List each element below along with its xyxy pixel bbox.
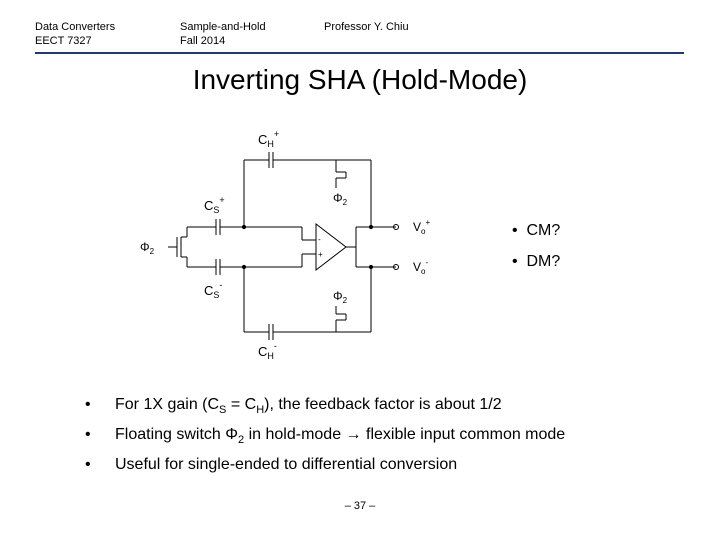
- page-number: – 37 –: [344, 500, 376, 512]
- bullet-text: For 1X gain (C: [115, 396, 220, 413]
- side-bullet-cm: • CM?: [512, 222, 560, 240]
- label-cs-minus: CS-: [204, 280, 222, 300]
- label-vo-plus: Vo+: [413, 218, 430, 236]
- bullet-dot: •: [512, 222, 518, 239]
- ch-minus-capacitor: [244, 324, 371, 340]
- label-phi2-left: Φ2: [140, 240, 155, 256]
- header-rule: [35, 52, 684, 54]
- side-bullet-text: CM?: [526, 222, 561, 239]
- phi2-left-switch: [168, 227, 188, 267]
- bullet-dot: •: [85, 396, 91, 413]
- opamp: [301, 222, 357, 272]
- bullet-gain: • For 1X gain (CS = CH), the feedback fac…: [85, 396, 502, 416]
- bullet-floating-switch: • Floating switch Φ2 in hold-mode → flexi…: [85, 426, 565, 446]
- bullet-subscript: 2: [238, 434, 245, 447]
- course-code: EECT 7327: [35, 35, 92, 47]
- header-instructor-block: Professor Y. Chiu: [324, 20, 409, 34]
- bullet-text: Useful for single-ended to differential …: [115, 456, 458, 473]
- header-topic-block: Sample-and-Hold Fall 2014: [180, 20, 266, 48]
- opamp-plus-sign: +: [318, 250, 323, 259]
- bullet-subscript: H: [256, 404, 265, 417]
- instructor-name: Professor Y. Chiu: [324, 21, 409, 33]
- bullet-dot: •: [85, 426, 91, 443]
- label-vo-minus: Vo-: [413, 258, 428, 276]
- term: Fall 2014: [180, 35, 226, 47]
- output-nodes: [241, 224, 399, 270]
- ch-plus-capacitor: [244, 152, 371, 168]
- header-course-block: Data Converters EECT 7327: [35, 20, 115, 48]
- side-bullet-dm: • DM?: [512, 253, 560, 271]
- bullet-subscript: S: [219, 404, 227, 417]
- label-ch-minus: CH-: [258, 341, 277, 361]
- bullet-text: ), the feedback factor is about 1/2: [264, 396, 502, 413]
- label-phi2-bottom: Φ2: [333, 289, 348, 305]
- bullet-dot: •: [85, 456, 91, 473]
- bullet-single-ended: • Useful for single-ended to differential…: [85, 456, 457, 474]
- slide-title: Inverting SHA (Hold-Mode): [192, 64, 528, 95]
- opamp-minus-sign: -: [318, 235, 321, 244]
- bullet-text: Floating switch Φ: [115, 426, 239, 443]
- phi2-top-switch: [335, 160, 347, 188]
- cs-plus-capacitor: [187, 219, 302, 235]
- side-bullet-text: DM?: [526, 253, 561, 270]
- label-ch-plus: CH+: [258, 129, 279, 149]
- label-cs-plus: CS+: [204, 195, 225, 215]
- bullet-dot: •: [512, 253, 518, 270]
- course-name: Data Converters: [35, 21, 116, 33]
- topic-name: Sample-and-Hold: [180, 21, 266, 33]
- cs-minus-capacitor: [187, 259, 302, 275]
- bullet-text: in hold-mode → flexible input common mod…: [244, 426, 566, 443]
- phi2-bottom-switch: [335, 306, 347, 332]
- bullet-text: = C: [226, 396, 257, 413]
- sha-schematic: CH+ CH- CS+ CS- Φ2 Φ2 Φ2 Vo+ Vo- - +: [140, 129, 430, 361]
- label-phi2-top: Φ2: [333, 191, 348, 207]
